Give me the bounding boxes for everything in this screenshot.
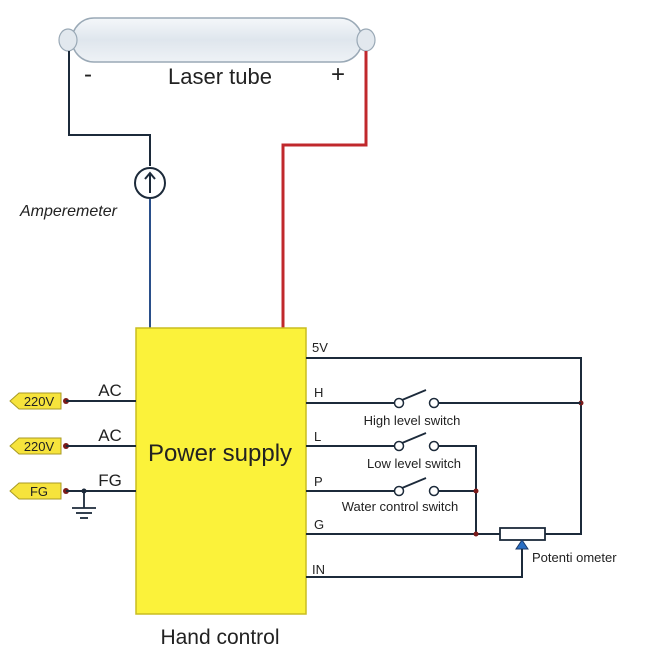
hand-control-label: Hand control [160,626,279,649]
terminal-h: H [314,385,323,400]
input-ac2-label: AC [98,426,122,445]
power-supply-box [135,327,307,615]
anode-hv-wire [281,51,368,328]
input-tag-fg-text: FG [30,484,48,499]
input-ac1-label: AC [98,381,122,400]
potentiometer-wiper-arrow [515,539,529,550]
terminal-5v: 5V [312,340,328,355]
switch-l-contact-right [428,440,440,452]
switch-p-contact-right [428,485,440,497]
input-ac2: 220V AC [9,426,136,455]
laser-tube-right-cap [356,28,376,52]
laser-tube-left-cap [58,28,78,52]
wire-in [306,549,523,578]
ammeter-icon [134,167,166,199]
terminal-p: P [314,474,323,489]
switch-h-contact-right [428,397,440,409]
input-fg: FG FG [9,471,136,500]
switch-p-contact-left [393,485,405,497]
node-g [473,531,479,537]
low-level-switch-label: Low level switch [367,456,461,471]
laser-tube-label: Laser tube [168,64,272,89]
switch-h-lever [401,389,427,401]
low-level-switch [306,432,477,534]
node-p [473,488,479,494]
input-tag-ac1-text: 220V [24,394,55,409]
potentiometer-label: Potenti ometer [532,550,617,565]
tube-minus-sign: - [84,61,92,88]
switch-p-lever [401,477,427,489]
terminal-g: G [314,517,324,532]
water-control-switch-label: Water control switch [342,499,459,514]
high-level-switch-label: High level switch [364,413,461,428]
ground-icon [72,491,96,519]
tube-plus-sign: + [331,61,345,88]
input-tag-ac1 [9,392,62,410]
input-tag-ac2-text: 220V [24,439,55,454]
wire-5v [306,357,582,535]
high-level-switch [306,389,581,409]
switch-l-lever [401,432,427,444]
input-fg-label: FG [98,471,122,490]
laser-tube [58,17,376,63]
switch-h-contact-left [393,397,405,409]
switch-l-contact-left [393,440,405,452]
water-control-switch [306,477,476,497]
potentiometer-icon [499,527,546,550]
terminal-l: L [314,429,321,444]
terminal-in: IN [312,562,325,577]
input-tag-ac2 [9,437,62,455]
power-supply-label: Power supply [148,440,292,467]
cathode-wire-upper [68,51,151,166]
input-ac1: 220V AC [9,381,136,410]
input-tag-fg [9,482,62,500]
laser-tube-body [71,17,363,63]
ammeter-label: Amperemeter [19,203,118,220]
